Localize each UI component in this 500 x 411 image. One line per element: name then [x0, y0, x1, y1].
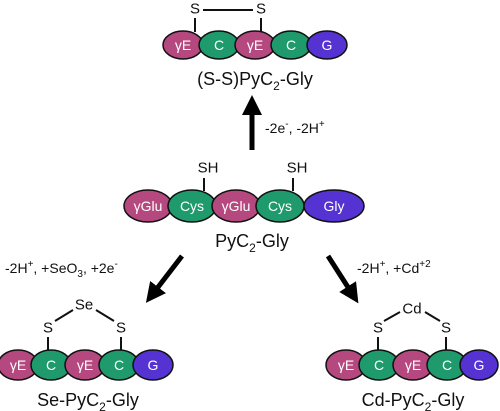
residue-label: γGlu [222, 198, 251, 214]
atom-s-left: S [373, 320, 383, 337]
residue-label: γGlu [134, 198, 163, 214]
residue-label: C [214, 37, 224, 53]
residue-label: Gly [324, 198, 345, 214]
residue-label: G [322, 37, 333, 53]
cadmium-molecule: Cd S S γE C γE C G Cd-PyC2-Gly [325, 301, 499, 411]
selenium-molecule: Se S S γE C γE C G Se-PyC2-Gly [0, 297, 174, 411]
residue-label: G [148, 357, 159, 373]
residue-gly [306, 30, 348, 60]
reaction-left-conditions: -2H+, +SeO3, +2e- [5, 259, 118, 280]
center-molecule: SH SH γGlu Cys γGlu Cys Gly PyC2-Gly [123, 160, 365, 255]
selenium-label: Se-PyC2-Gly [37, 390, 139, 411]
bond-s-cd-left [383, 311, 401, 322]
residue-label: C [46, 357, 56, 373]
atom-sh-1: SH [198, 160, 219, 177]
residue-gly [132, 349, 174, 381]
atom-se: Se [75, 297, 93, 314]
residue-label: G [474, 357, 485, 373]
bond-se-s-right [95, 309, 115, 322]
atom-sh-2: SH [287, 160, 308, 177]
residue-label: C [114, 357, 124, 373]
residue-label: γE [77, 357, 93, 373]
bond-cd-s-right [424, 311, 441, 322]
atom-cd: Cd [402, 301, 421, 318]
atom-s-right: S [441, 320, 451, 337]
arrow-left [145, 254, 184, 303]
residue-label: γE [247, 37, 263, 53]
bond-s-se-left [54, 309, 74, 322]
residue-label: C [442, 357, 452, 373]
atom-s-left: S [43, 320, 53, 337]
oxidized-molecule: S S γE C γE C G (S-S)PyC2-Gly [162, 1, 348, 93]
residue-label: Cys [180, 198, 204, 214]
atom-s2: S [256, 1, 266, 18]
residue-label: Cys [268, 198, 292, 214]
residue-label: C [374, 357, 384, 373]
residue-label: γE [338, 357, 354, 373]
reaction-right-conditions: -2H+, +Cd+2 [357, 259, 431, 276]
residue-label: γE [10, 357, 26, 373]
arrow-right [325, 254, 359, 304]
residue-label: C [286, 37, 296, 53]
oxidized-label: (S-S)PyC2-Gly [197, 69, 313, 93]
residue-gly [459, 349, 499, 381]
cadmium-label: Cd-PyC2-Gly [362, 390, 465, 411]
residue-gly [303, 189, 365, 223]
residue-label: γE [175, 37, 191, 53]
residue-label: γE [405, 357, 421, 373]
center-label: PyC2-Gly [215, 231, 289, 255]
atom-s1: S [190, 1, 200, 18]
atom-s-right: S [116, 320, 126, 337]
reaction-up-conditions: -2e-, -2H+ [265, 119, 325, 136]
